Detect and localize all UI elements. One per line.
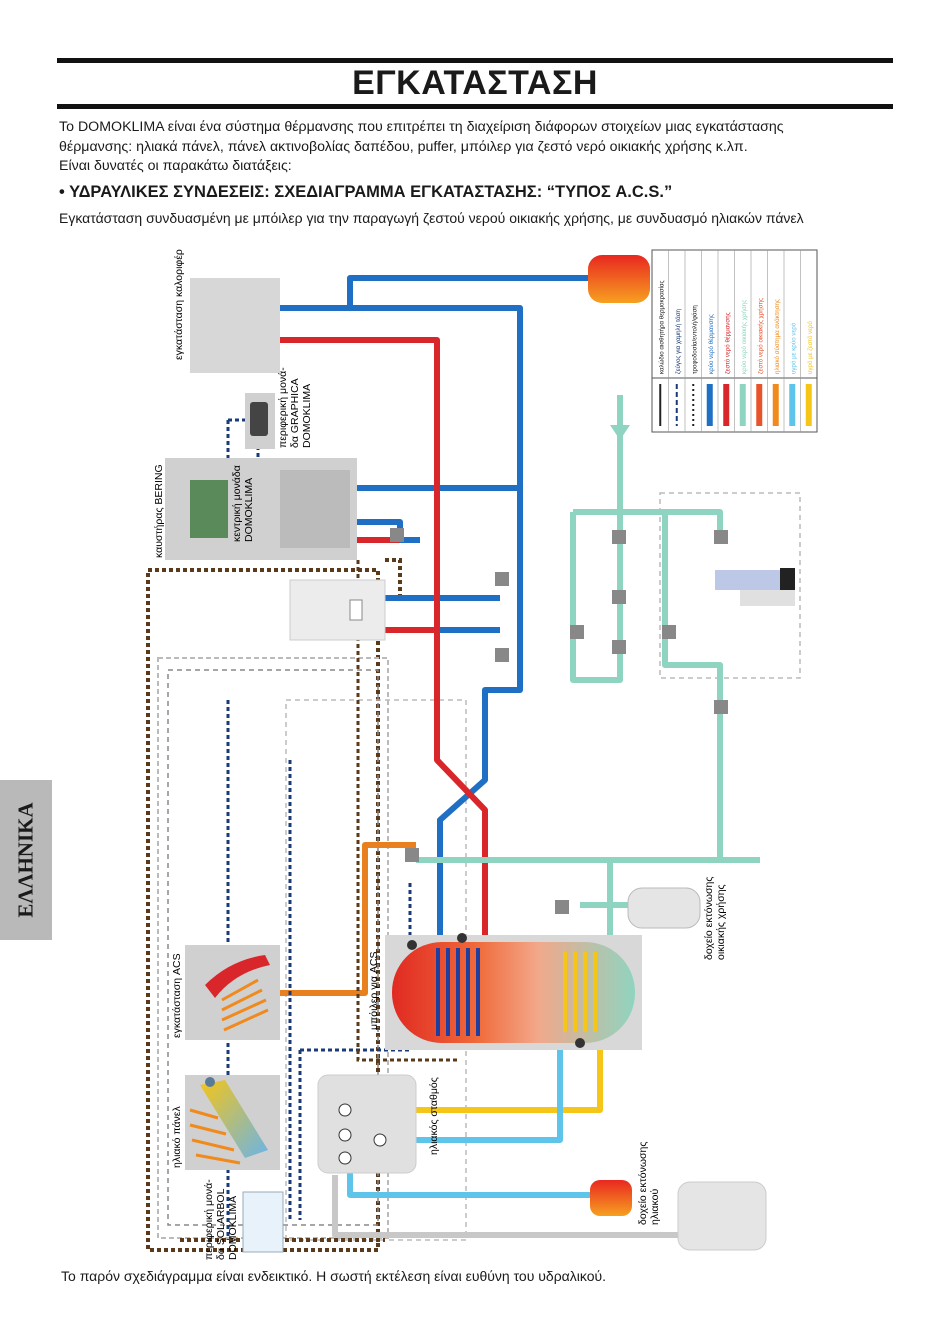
module-switch xyxy=(349,599,363,621)
shower-spray-icon xyxy=(221,978,269,1032)
legend: καλώδιο αισθητήρα θερμοκρασίας ζεύγος για… xyxy=(651,249,818,433)
softener-cap xyxy=(780,568,795,590)
heating-expansion-tank xyxy=(588,255,650,303)
legend-label: ζεύγος για χαμηλή τάση xyxy=(675,308,682,374)
dhw-expansion-tank xyxy=(627,887,701,929)
legend-label: ζεστό νερό θέρμανσης xyxy=(724,312,731,374)
panel-sensor-icon xyxy=(205,1077,215,1087)
intro-line: Το DOMOKLIMA είναι ένα σύστημα θέρμανσης… xyxy=(59,119,784,135)
gauge-icon xyxy=(338,1103,352,1117)
acs-boiler-label: μπόιλερ για ACS xyxy=(368,952,380,1030)
boiler-hydraulics xyxy=(280,470,350,548)
solar-exp-label-2: ηλιακού xyxy=(649,1189,661,1225)
boiler-label: καυστήρας BERING xyxy=(153,464,165,558)
softener-base xyxy=(740,590,795,606)
gauge-icon xyxy=(338,1151,352,1165)
shower-head-icon xyxy=(205,955,270,998)
graphica-screen xyxy=(250,402,268,436)
legend-label: ζεστό νερό οικιακής χρήσης xyxy=(757,298,764,374)
gauge-icon xyxy=(373,1133,387,1147)
radiator xyxy=(190,278,280,373)
legend-label: υγρό με ζεστό νερό xyxy=(807,321,814,374)
footer-note: Το παρόν σχεδιάγραμμα είναι ενδεικτικό. … xyxy=(61,1268,607,1284)
legend-label: κρύο νερό οικιακής χρήσης xyxy=(741,300,748,374)
gauge-icon xyxy=(338,1128,352,1142)
control-board xyxy=(190,480,228,538)
graphica-label-1: περιφερική μονά- xyxy=(277,367,289,448)
section-subtitle: Εγκατάσταση συνδυασμένη με μπόιλερ για τ… xyxy=(59,210,804,226)
graphica-label-3: DOMOKLIMA xyxy=(301,384,313,448)
dhw-exp-label-2: οικιακής χρήσης xyxy=(715,884,727,960)
softener xyxy=(715,570,793,590)
solar-expansion-tank xyxy=(590,1180,632,1216)
legend-label: ηλιακό σύστημα ανάκτησης xyxy=(774,299,781,374)
graphica-label-2: δα GRAPHICA xyxy=(289,378,301,448)
solar-station-label: ηλιακός σταθμός xyxy=(428,1077,440,1155)
solarbol-unit xyxy=(242,1191,284,1253)
section-title: • ΥΔΡΑΥΛΙΚΕΣ ΣΥΝΔΕΣΕΙΣ: ΣΧΕΔΙΑΓΡΑΜΜΑ ΕΓΚ… xyxy=(59,183,673,201)
legend-label: κρύο νερό θέρμανσης xyxy=(708,314,715,374)
acs-boiler-tank xyxy=(392,942,635,1043)
sun-rays-icon xyxy=(189,1108,241,1165)
solar-station xyxy=(317,1074,417,1174)
solarbol-label-3: DOMOKLIMA xyxy=(227,1196,239,1260)
solarbol-label-2: δα SOLARBOL xyxy=(215,1188,227,1260)
valves xyxy=(390,528,728,1048)
intro-line: Είναι δυνατές οι παρακάτω διατάξεις: xyxy=(59,158,292,174)
page-title: ΕΓΚΑΤΑΣΤΑΣΗ xyxy=(352,64,598,102)
central-label-2: DOMOKLIMA xyxy=(243,478,255,542)
dhw-exp-label-1: δοχείο εκτόνωσης xyxy=(703,877,715,960)
solar-coil xyxy=(563,952,597,1032)
solar-panel xyxy=(200,1080,268,1158)
heating-coil xyxy=(436,948,480,1036)
title-rule-top xyxy=(57,58,893,63)
radiator-label: εγκατάσταση καλοριφέρ xyxy=(173,249,185,360)
central-label-1: κεντρική μονάδα xyxy=(231,465,243,542)
intro-paragraph: Το DOMOKLIMA είναι ένα σύστημα θέρμανσης… xyxy=(59,118,899,177)
acs-install-label: εγκατάσταση ACS xyxy=(171,953,183,1038)
language-tab: ΕΛΛΗΝΙΚΑ xyxy=(0,780,52,940)
storage-tank xyxy=(677,1181,767,1251)
mixing-module xyxy=(289,579,386,641)
legend-label: υγρό με κρύο νερό xyxy=(790,322,797,374)
intro-line: θέρμανσης: ηλιακά πάνελ, πάνελ ακτινοβολ… xyxy=(59,138,748,155)
solar-exp-label-1: δοχείο εκτόνωσης xyxy=(637,1142,649,1225)
solar-panel-label: ηλιακό πάνελ xyxy=(171,1106,183,1168)
title-rule-bottom xyxy=(57,104,893,109)
solarbol-label-1: περιφερική μονά- xyxy=(203,1179,215,1260)
legend-label: καλώδιο αισθητήρα θερμοκρασίας xyxy=(658,281,665,374)
legend-label: τροφοδοσία/εντολή/φάση xyxy=(691,305,698,374)
